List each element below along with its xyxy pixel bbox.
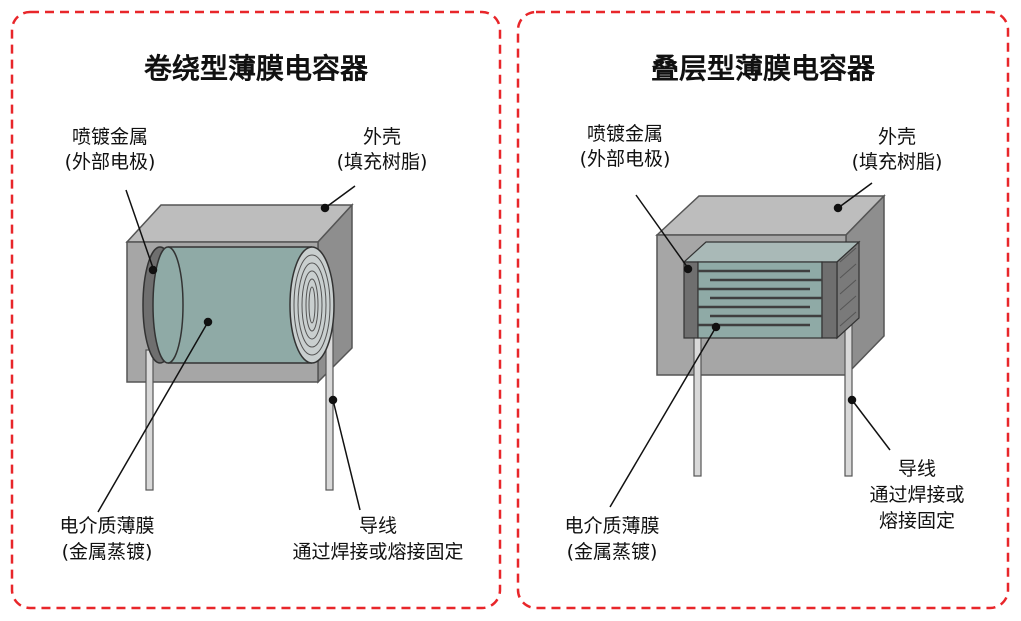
leader-dot-case xyxy=(833,203,843,213)
film-electrode-lines xyxy=(698,269,822,327)
leader-dot-metal xyxy=(683,264,693,274)
housing-top-face xyxy=(125,204,354,243)
svg-text:电介质薄膜: 电介质薄膜 xyxy=(564,515,659,537)
svg-text:导线: 导线 xyxy=(898,458,936,480)
wound-leader-lines xyxy=(97,185,361,513)
stacked-film-block xyxy=(682,240,861,340)
leader-dot-film xyxy=(711,322,721,332)
svg-text:(金属蒸镀): (金属蒸镀) xyxy=(567,541,658,563)
label-sprayed-metal: 喷镀金属 (外部电极) xyxy=(65,126,156,173)
housing-top-face xyxy=(655,195,886,236)
svg-text:(外部电极): (外部电极) xyxy=(65,151,156,173)
svg-text:熔接固定: 熔接固定 xyxy=(879,510,955,532)
label-dielectric-film: 电介质薄膜 (金属蒸镀) xyxy=(564,515,659,563)
svg-text:喷镀金属: 喷镀金属 xyxy=(587,123,663,145)
leader-dot-lead xyxy=(847,395,857,405)
leader-dot-film xyxy=(203,317,213,327)
panel-stacked-title: 叠层型薄膜电容器 xyxy=(651,52,876,85)
svg-text:(外部电极): (外部电极) xyxy=(580,148,671,170)
label-case: 外壳 (填充树脂) xyxy=(337,126,428,173)
label-lead-wire: 导线 通过焊接或 熔接固定 xyxy=(869,458,964,532)
label-dielectric-film: 电介质薄膜 (金属蒸镀) xyxy=(59,515,154,563)
svg-text:通过焊接或: 通过焊接或 xyxy=(869,484,964,506)
panel-stacked-border xyxy=(516,10,1010,610)
svg-text:导线: 导线 xyxy=(359,515,397,537)
svg-text:(填充树脂): (填充树脂) xyxy=(337,151,428,173)
label-case: 外壳 (填充树脂) xyxy=(852,126,943,173)
panel-wound: 卷绕型薄膜电容器 xyxy=(10,10,502,610)
label-lead-wire: 导线 通过焊接或熔接固定 xyxy=(292,515,463,563)
side-hatching xyxy=(839,247,857,327)
panel-stacked: 叠层型薄膜电容器 xyxy=(516,10,1010,610)
sprayed-metal-right xyxy=(821,261,838,339)
film-left-edge xyxy=(152,246,184,364)
svg-text:电介质薄膜: 电介质薄膜 xyxy=(59,515,154,537)
svg-text:外壳: 外壳 xyxy=(878,126,916,148)
sprayed-metal-left xyxy=(683,261,699,339)
svg-text:外壳: 外壳 xyxy=(363,126,401,148)
film-body xyxy=(168,247,312,363)
leader-dot-case xyxy=(320,203,330,213)
panel-wound-title: 卷绕型薄膜电容器 xyxy=(144,52,369,85)
svg-text:(填充树脂): (填充树脂) xyxy=(852,151,943,173)
leader-dot-lead xyxy=(328,395,338,405)
label-sprayed-metal: 喷镀金属 (外部电极) xyxy=(580,123,671,170)
lead-wire-left xyxy=(693,329,702,477)
film-roll-end xyxy=(289,246,335,364)
svg-text:(金属蒸镀): (金属蒸镀) xyxy=(62,541,153,563)
svg-text:通过焊接或熔接固定: 通过焊接或熔接固定 xyxy=(292,541,463,563)
panel-wound-border xyxy=(10,10,502,610)
svg-text:喷镀金属: 喷镀金属 xyxy=(72,126,148,148)
stacked-leader-lines xyxy=(609,182,891,508)
leader-dot-metal xyxy=(148,265,158,275)
wound-film-cylinder xyxy=(142,246,335,364)
block-top xyxy=(682,241,861,263)
